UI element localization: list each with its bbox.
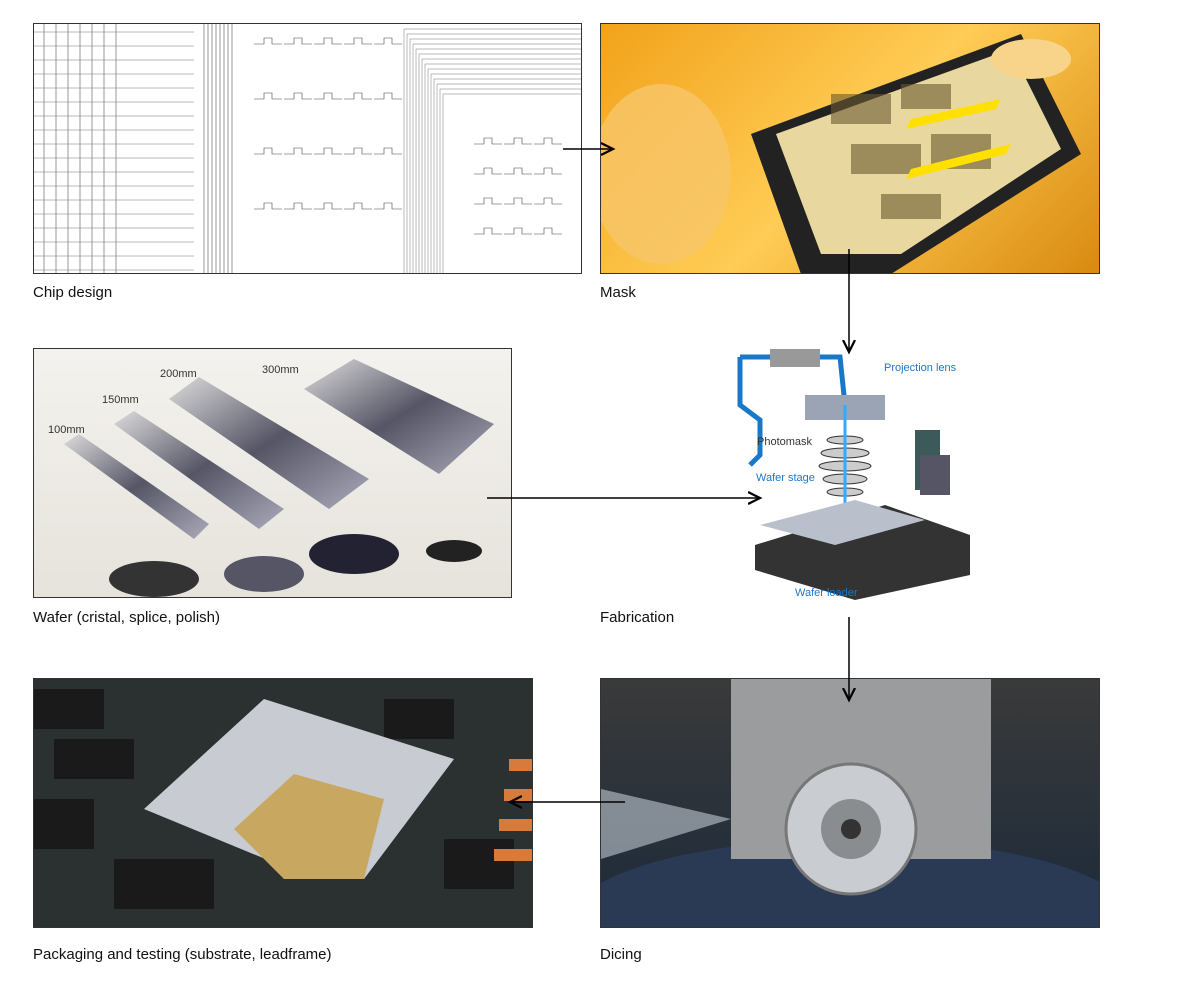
wafer-image: 100mm 150mm 200mm 300mm <box>33 348 512 598</box>
dicing-caption: Dicing <box>600 946 642 963</box>
wafer-size-label: 200mm <box>160 368 197 380</box>
mask-caption: Mask <box>600 284 636 301</box>
dicing-image <box>600 678 1100 928</box>
wafer-loader-label: Wafer loader <box>795 587 858 599</box>
wafer-size-label: 300mm <box>262 364 299 376</box>
wafer-caption: Wafer (cristal, splice, polish) <box>33 609 220 626</box>
wafer-size-label: 100mm <box>48 424 85 436</box>
wafer-size-label: 150mm <box>102 394 139 406</box>
fabrication-caption: Fabrication <box>600 609 675 626</box>
photomask-label: Photomask <box>757 436 813 448</box>
mask-image <box>600 23 1100 274</box>
chip-design-caption: Chip design <box>33 284 113 301</box>
packaging-image <box>33 678 533 928</box>
wafer-stage-label: Wafer stage <box>756 472 815 484</box>
fabrication-illustration: Projection lens Photomask Wafer stage Wa… <box>725 345 985 605</box>
projection-lens-label: Projection lens <box>884 362 957 374</box>
packaging-caption: Packaging and testing (substrate, leadfr… <box>33 946 332 963</box>
chip-design-image <box>33 23 582 274</box>
